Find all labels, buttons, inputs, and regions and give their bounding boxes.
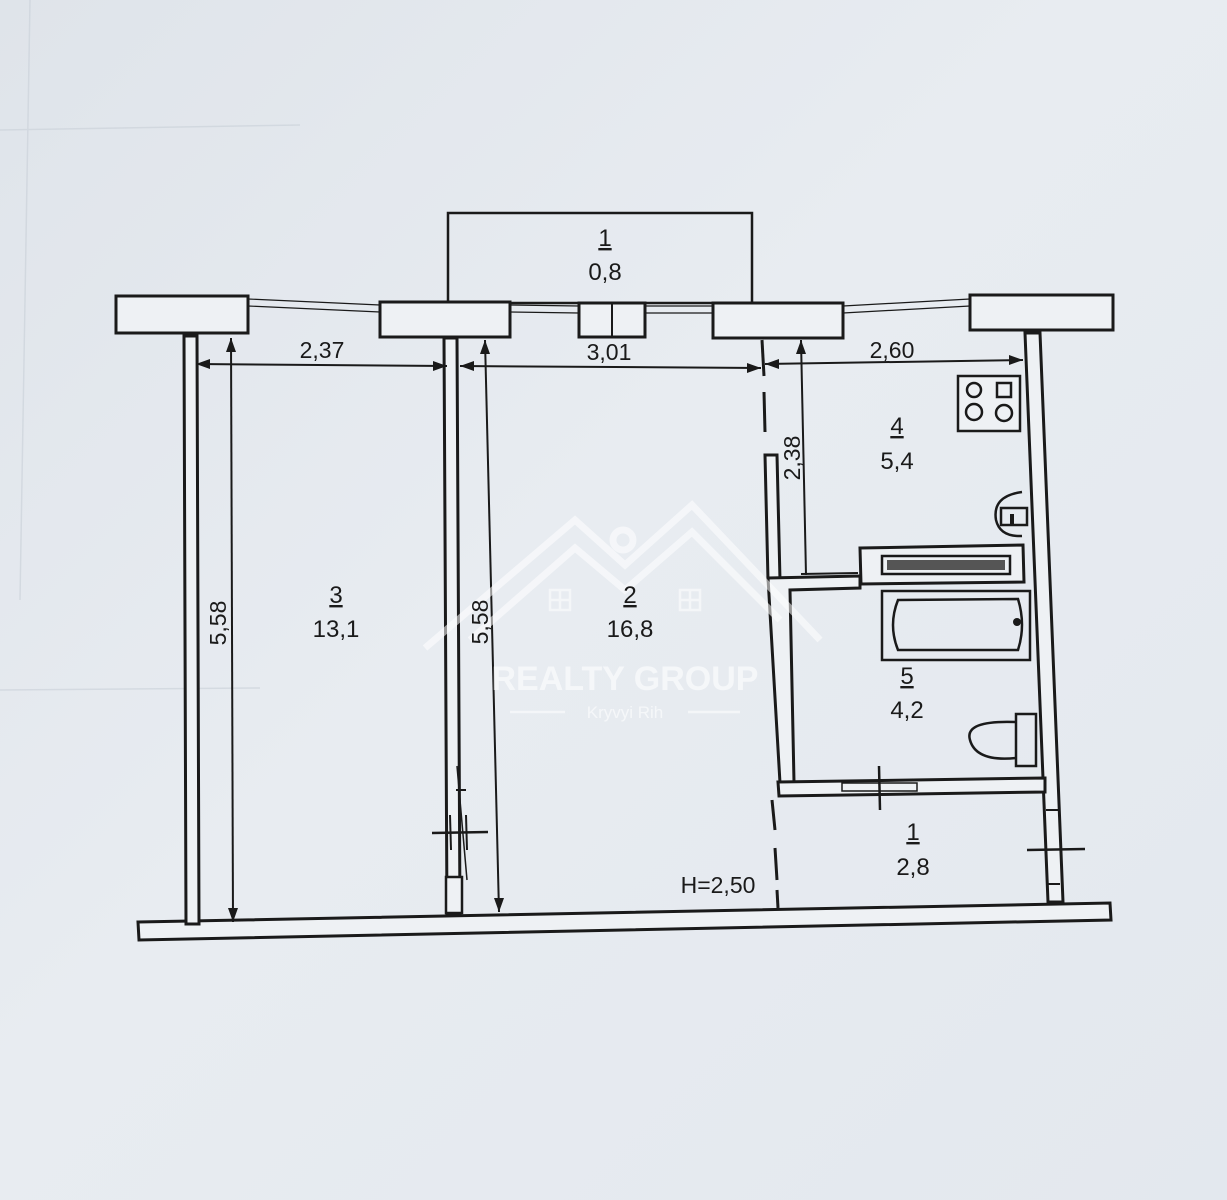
right-wall xyxy=(1023,331,1065,904)
dimension-lines xyxy=(195,337,1024,923)
dim-kitchen-depth: 2,38 xyxy=(779,436,805,481)
room-labels: 1 0,8 2 16,8 3 13,1 4 5,4 5 4,2 1 2,8 xyxy=(313,225,930,881)
radiator-icon xyxy=(880,554,1012,576)
room-number: 5 xyxy=(900,663,913,690)
room-area: 13,1 xyxy=(313,616,360,643)
room-number: 3 xyxy=(329,582,342,609)
room-area: 2,8 xyxy=(896,854,929,881)
ceiling-height: H=2,50 xyxy=(681,872,756,898)
realty-group-watermark: REALTY GROUP Kryvyi Rih xyxy=(422,500,823,722)
dim-room2-width: 3,01 xyxy=(587,339,632,365)
room-area: 0,8 xyxy=(588,259,621,286)
stove-icon xyxy=(956,374,1022,433)
watermark-city: Kryvyi Rih xyxy=(587,703,664,722)
paper-lines xyxy=(0,0,301,691)
top-wall xyxy=(114,293,1115,340)
arch-dashed-line xyxy=(760,339,780,909)
room-area: 5,4 xyxy=(880,448,913,475)
room-area: 4,2 xyxy=(890,697,923,724)
dim-room3-length: 5,58 xyxy=(205,601,231,646)
toilet-icon xyxy=(968,712,1038,768)
dim-kitchen-width: 2,60 xyxy=(870,337,915,363)
dim-room3-width: 2,37 xyxy=(300,337,345,363)
dimension-arrows xyxy=(196,338,1023,922)
room-number: 4 xyxy=(890,413,903,440)
partition-wall-rooms xyxy=(431,336,489,916)
dimension-labels: 2,37 3,01 2,60 2,38 5,58 5,58 H=2,50 xyxy=(205,337,914,898)
sink-icon xyxy=(994,490,1029,538)
bathtub-icon xyxy=(880,589,1032,662)
room-number: 1 xyxy=(598,225,611,252)
bottom-wall xyxy=(136,901,1113,942)
room-area: 16,8 xyxy=(607,616,654,643)
room-number: 2 xyxy=(623,582,636,609)
left-wall xyxy=(182,334,201,926)
dim-room2-length: 5,58 xyxy=(467,600,493,645)
room-number: 1 xyxy=(906,819,919,846)
watermark-brand: REALTY GROUP xyxy=(492,660,759,698)
